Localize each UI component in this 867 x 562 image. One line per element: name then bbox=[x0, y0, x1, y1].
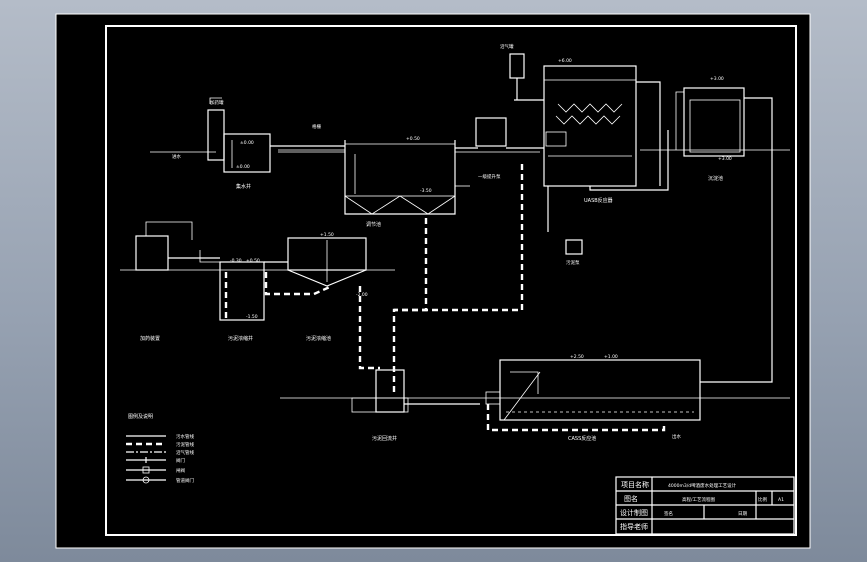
drawing-value: 高程/工艺流程图 bbox=[682, 496, 716, 503]
drawing-sheet bbox=[55, 13, 811, 549]
legend-item: 阀门 bbox=[176, 457, 185, 464]
elev-03: +0.50 bbox=[406, 136, 420, 142]
label-sludge-well: 污泥浓缩井 bbox=[228, 335, 253, 342]
elev-10: +1.50 bbox=[320, 232, 334, 238]
dosing-unit bbox=[207, 97, 345, 173]
legend-title: 图例及说明 bbox=[128, 413, 153, 420]
label-sedimentation: 沉淀池 bbox=[708, 175, 723, 182]
label-conditioning-tank: 调节池 bbox=[366, 221, 381, 228]
label-lift-pump: 一级提升泵 bbox=[478, 173, 501, 180]
sign-label: 签名 bbox=[664, 510, 673, 517]
label-sludge-dosing: 加药装置 bbox=[140, 335, 160, 342]
diagram-labels: 加药罐 集水井 进水 格栅 调节池 一级提升泵 UASB反应器 沉淀池 沼气罐 … bbox=[140, 43, 732, 442]
drawing-label: 图名 bbox=[624, 494, 638, 503]
project-label: 项目名称 bbox=[621, 480, 649, 489]
elev-04: -3.50 bbox=[420, 188, 432, 194]
elev-07: -0.30 bbox=[230, 258, 242, 264]
elev-12: +2.50 bbox=[570, 354, 584, 360]
elev-08: +0.50 bbox=[246, 258, 260, 264]
sheet-no: A1 bbox=[778, 497, 784, 503]
uasb-reactor bbox=[509, 53, 669, 255]
elev-13: +1.00 bbox=[604, 354, 618, 360]
label-sbr: CASS反应池 bbox=[568, 435, 596, 442]
elev-02: ±0.00 bbox=[236, 164, 250, 170]
sludge-units bbox=[135, 221, 367, 321]
legend-item: 污泥管线 bbox=[176, 441, 194, 448]
cass-reactor bbox=[485, 359, 701, 421]
conditioning-tank bbox=[344, 117, 544, 215]
legend: 图例及说明 污水管线 污泥管线 沼气管线 阀门 闸阀 管道阀门 bbox=[126, 413, 194, 484]
sludge-return-well bbox=[351, 369, 480, 413]
elev-05: +6.00 bbox=[558, 58, 572, 64]
date-label: 日期 bbox=[738, 511, 747, 517]
label-discharge: 出水 bbox=[672, 433, 681, 440]
sedimentation-tank bbox=[675, 87, 773, 383]
label-biogas-tank: 沼气罐 bbox=[500, 43, 514, 50]
legend-item: 闸阀 bbox=[176, 467, 185, 474]
elev-14: +3.00 bbox=[718, 156, 732, 162]
label-grille: 格栅 bbox=[312, 123, 321, 130]
label-dosing-tank: 加药罐 bbox=[210, 99, 224, 106]
legend-item: 污水管线 bbox=[176, 433, 194, 440]
reviewer-label: 指导老师 bbox=[620, 522, 648, 531]
label-raw-water-well: 集水井 bbox=[236, 183, 251, 190]
legend-item: 沼气管线 bbox=[176, 449, 194, 456]
label-sludge-pump: 污泥泵 bbox=[566, 259, 580, 266]
elev-09: -1.50 bbox=[246, 314, 258, 320]
sludge-pipelines bbox=[224, 164, 666, 432]
elev-06: +3.00 bbox=[710, 76, 724, 82]
label-uasb: UASB反应器 bbox=[584, 197, 613, 204]
scale-label: 比例 bbox=[758, 496, 767, 503]
legend-item: 管道阀门 bbox=[176, 477, 194, 484]
elev-11: -2.00 bbox=[356, 292, 368, 298]
elev-01: ±0.00 bbox=[240, 140, 254, 146]
project-value: 4000m3/d啤酒废水处理工艺设计 bbox=[668, 482, 737, 489]
designer-label: 设计制图 bbox=[620, 508, 648, 517]
drawing-border bbox=[105, 25, 797, 536]
label-sludge-return-well: 污泥回流井 bbox=[372, 435, 397, 442]
label-inlet: 进水 bbox=[172, 153, 181, 160]
label-sludge-thickener: 污泥浓缩池 bbox=[306, 335, 331, 342]
title-block: 项目名称 4000m3/d啤酒废水处理工艺设计 图名 高程/工艺流程图 比例 A… bbox=[615, 476, 795, 535]
